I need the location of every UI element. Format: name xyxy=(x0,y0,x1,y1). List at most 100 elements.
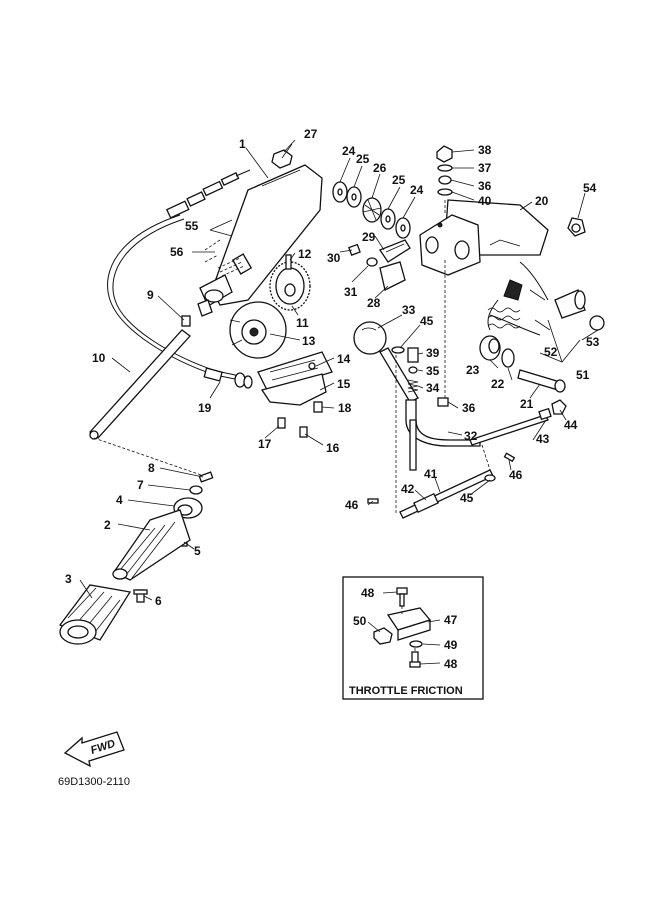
throttle-cable-part-19 xyxy=(107,214,253,389)
label-part-14: 14 xyxy=(337,352,351,366)
steering-shaft-part-10 xyxy=(89,329,211,479)
label-part-3: 3 xyxy=(65,572,72,586)
label-part-21: 21 xyxy=(520,397,534,411)
label-part-56: 56 xyxy=(170,245,184,259)
part-number-labels: 1 2 3 4 5 6 7 8 9 10 11 12 13 14 15 16 1… xyxy=(65,127,600,671)
label-part-55: 55 xyxy=(185,219,199,233)
label-part-47: 47 xyxy=(444,613,458,627)
label-part-22: 22 xyxy=(491,377,505,391)
screw-part-18 xyxy=(313,401,323,413)
label-part-25a: 25 xyxy=(356,152,370,166)
label-part-52: 52 xyxy=(544,345,558,359)
fwd-arrow-icon: FWD xyxy=(63,731,125,768)
label-part-26: 26 xyxy=(373,161,387,175)
bolt-part-38 xyxy=(436,145,453,163)
label-part-28: 28 xyxy=(367,296,381,310)
label-part-35: 35 xyxy=(426,364,440,378)
label-part-9: 9 xyxy=(147,288,154,302)
friction-plate-part-26 xyxy=(362,197,382,223)
label-part-24b: 24 xyxy=(410,183,424,197)
label-part-27: 27 xyxy=(304,127,318,141)
cap-part-53 xyxy=(589,315,605,331)
label-part-45b: 45 xyxy=(460,491,474,505)
label-part-53: 53 xyxy=(586,335,600,349)
label-part-29: 29 xyxy=(362,230,376,244)
screw-part-30 xyxy=(348,243,361,256)
bracket-part-28 xyxy=(379,261,406,291)
label-part-7: 7 xyxy=(137,478,144,492)
switch-part-52 xyxy=(554,289,586,319)
label-part-6: 6 xyxy=(155,594,162,608)
label-part-24a: 24 xyxy=(342,144,356,158)
washer-part-24a xyxy=(332,181,348,203)
washer-part-24b xyxy=(395,217,411,239)
label-part-2: 2 xyxy=(104,518,111,532)
bushing-part-23 xyxy=(479,335,501,361)
bolt-part-21 xyxy=(517,369,566,393)
label-part-5: 5 xyxy=(194,544,201,558)
inset-caption: THROTTLE FRICTION xyxy=(349,685,463,697)
bolt-part-27 xyxy=(271,143,293,169)
label-part-23: 23 xyxy=(466,363,480,377)
bolt-part-48b xyxy=(409,651,421,668)
screw-part-17 xyxy=(277,417,286,429)
grip-part-3 xyxy=(58,584,132,645)
throttle-drum-part-13 xyxy=(229,301,287,359)
bracket-part-20 xyxy=(419,199,549,276)
label-part-54: 54 xyxy=(583,181,597,195)
label-part-51: 51 xyxy=(576,368,590,382)
label-part-33: 33 xyxy=(402,303,416,317)
label-part-48b: 48 xyxy=(444,657,458,671)
link-rod-part-43 xyxy=(469,407,552,446)
label-part-20: 20 xyxy=(535,194,549,208)
label-part-42: 42 xyxy=(401,482,415,496)
label-part-15: 15 xyxy=(337,377,351,391)
label-part-45a: 45 xyxy=(420,314,434,328)
label-part-12: 12 xyxy=(298,247,312,261)
label-part-39: 39 xyxy=(426,346,440,360)
plate-part-47 xyxy=(386,607,432,641)
nut-part-36a xyxy=(438,175,452,185)
screw-part-6 xyxy=(133,589,148,603)
clip-part-54 xyxy=(567,217,586,237)
label-part-18: 18 xyxy=(338,401,352,415)
label-part-44: 44 xyxy=(564,418,578,432)
washer-part-40 xyxy=(437,188,453,196)
pin-part-46b xyxy=(503,452,516,463)
label-part-13: 13 xyxy=(302,334,316,348)
washer-part-25a xyxy=(346,186,362,208)
link-rod-part-41 xyxy=(399,469,494,519)
label-part-17: 17 xyxy=(258,437,272,451)
handle-bracket-part-1 xyxy=(197,164,323,317)
screw-part-8 xyxy=(198,471,214,483)
nut-part-50 xyxy=(373,627,393,645)
throttle-friction-inset: THROTTLE FRICTION xyxy=(342,576,484,700)
label-part-49: 49 xyxy=(444,638,458,652)
label-part-31: 31 xyxy=(344,285,358,299)
washer-part-7 xyxy=(189,485,203,495)
label-part-30: 30 xyxy=(327,251,341,265)
label-part-4: 4 xyxy=(116,493,123,507)
washer-part-22 xyxy=(501,348,515,368)
pin-part-12 xyxy=(285,254,292,270)
label-part-36a: 36 xyxy=(478,179,492,193)
screw-part-9 xyxy=(181,315,191,327)
label-part-36b: 36 xyxy=(462,401,476,415)
throttle-shaft-part-2 xyxy=(112,509,191,581)
label-part-8: 8 xyxy=(148,461,155,475)
leader-lines xyxy=(79,139,599,665)
drawing-code: 69D1300-2110 xyxy=(58,776,130,788)
label-part-34: 34 xyxy=(426,381,440,395)
screw-part-36b xyxy=(437,397,449,407)
label-part-1: 1 xyxy=(239,137,246,151)
label-part-41: 41 xyxy=(424,467,438,481)
washer-part-45b xyxy=(484,474,496,482)
stop-switch-cord-part-51 xyxy=(487,261,551,336)
label-part-10: 10 xyxy=(92,351,106,365)
label-part-25b: 25 xyxy=(392,173,406,187)
nut-part-44 xyxy=(551,399,567,415)
label-part-43: 43 xyxy=(536,432,550,446)
label-part-16: 16 xyxy=(326,441,340,455)
label-part-37: 37 xyxy=(478,161,492,175)
